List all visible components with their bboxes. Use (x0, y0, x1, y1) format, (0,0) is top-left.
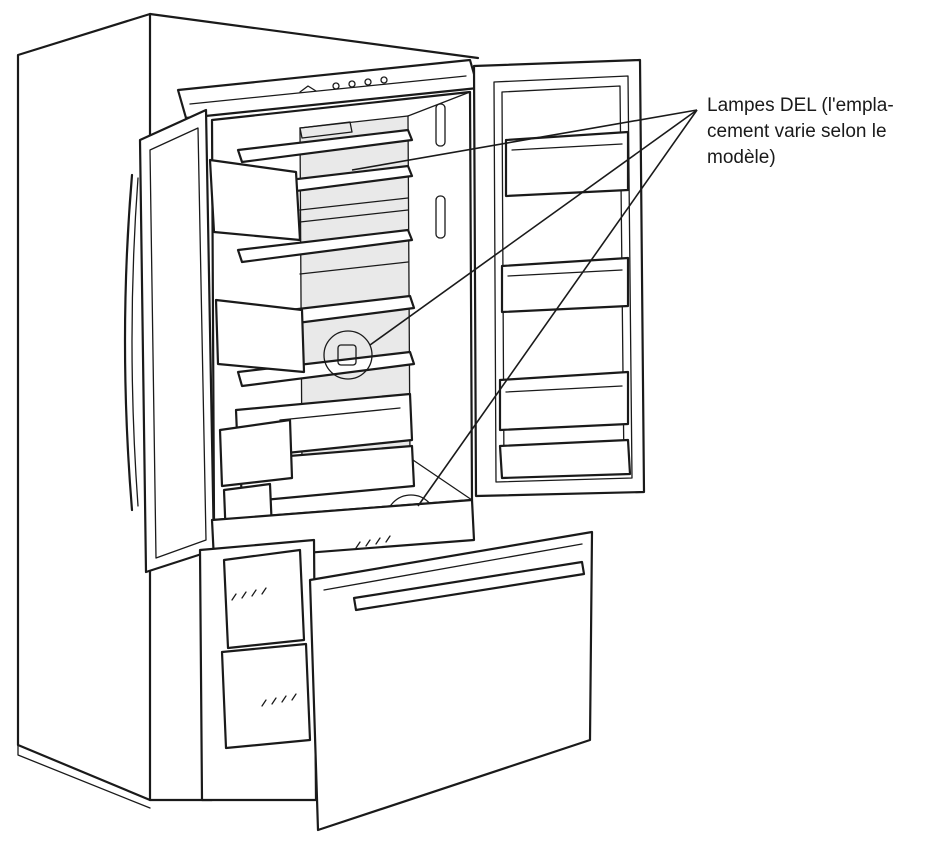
callout-leader-lines (351, 109, 698, 507)
right-door (472, 58, 646, 498)
freezer-drawer-front (308, 530, 594, 832)
left-door (123, 108, 306, 574)
freezer-interior (198, 498, 476, 802)
cabinet-side-wall (16, 12, 480, 809)
led-lamps-callout-label: Lampes DEL (l'empla- cement varie selon … (707, 95, 894, 168)
